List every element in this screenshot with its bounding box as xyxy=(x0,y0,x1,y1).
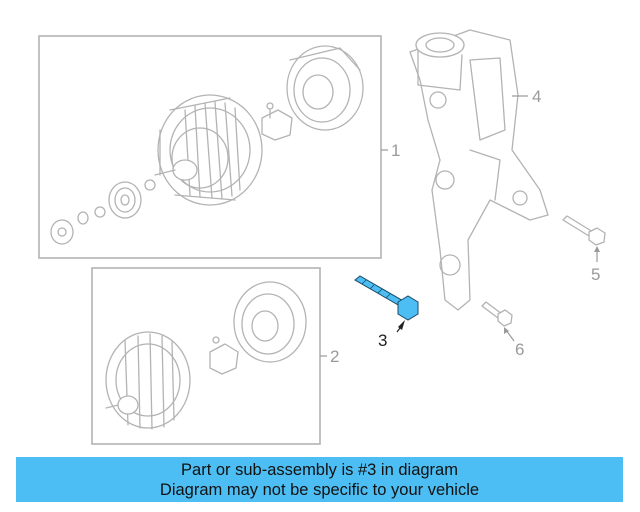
alternator-assembly-frame xyxy=(38,35,382,259)
alternator-alt-drawing xyxy=(105,331,191,430)
callout-2[interactable]: 2 xyxy=(330,347,339,366)
callout-4[interactable]: 4 xyxy=(532,87,541,106)
callout-5[interactable]: 5 xyxy=(591,265,600,284)
bolt-part-6[interactable] xyxy=(481,301,515,342)
callout-1[interactable]: 1 xyxy=(391,141,400,160)
parts-diagram: 1 2 3 xyxy=(38,29,606,445)
regulator-alt-drawing xyxy=(209,336,239,375)
info-banner: Part or sub-assembly is #3 in diagram Di… xyxy=(16,457,623,502)
regulator-drawing xyxy=(261,102,293,141)
alternator-assembly-group: 1 xyxy=(38,35,400,259)
pulley-drawing xyxy=(50,179,156,245)
bolt-part-3[interactable] xyxy=(354,275,419,333)
rear-cover-alt-drawing xyxy=(233,281,307,363)
bolt-part-5[interactable] xyxy=(562,215,606,262)
banner-line-part: Part or sub-assembly is #3 in diagram xyxy=(181,461,458,479)
alternator-alt-group: 2 xyxy=(91,267,339,445)
alternator-drawing xyxy=(154,94,263,206)
mounting-bracket-drawing xyxy=(409,29,549,311)
rear-cover-drawing xyxy=(286,45,364,131)
callout-6[interactable]: 6 xyxy=(515,340,524,359)
callout-3[interactable]: 3 xyxy=(378,331,387,350)
banner-line-disclaimer: Diagram may not be specific to your vehi… xyxy=(159,481,480,499)
